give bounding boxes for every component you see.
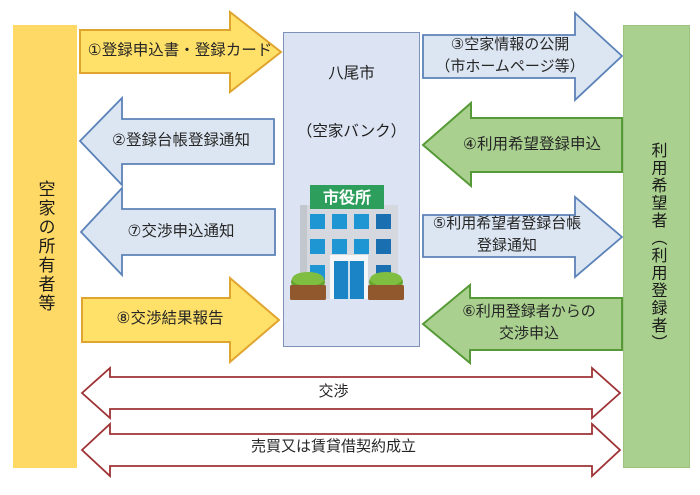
window [310, 214, 325, 229]
bush [370, 272, 402, 286]
arrow-3-label: ③空家情報の公開 （市ホームページ等） [435, 36, 585, 75]
arrow-8-shape [81, 275, 281, 365]
window [376, 239, 391, 254]
city-hall-sign-text: 市役所 [323, 188, 371, 207]
city-hall-building-icon: 市役所 [290, 185, 404, 300]
owner-column-label: 空家の所有者等 [35, 180, 55, 313]
city-bank-box: 八尾市 （空家バンク） [283, 32, 420, 347]
arrow-7-shape [79, 185, 276, 278]
building-shadow-edge [300, 205, 307, 299]
arrow-4-label: ④利用希望登録申込 [463, 135, 601, 153]
window [354, 214, 369, 229]
arrow-5-label: ⑤利用希望者登録台帳 登録通知 [432, 215, 582, 254]
contract-double-arrow-shape [80, 421, 622, 479]
arrow-1-shape [79, 9, 283, 95]
planter-pot [368, 285, 404, 300]
arrow-7-label: ⑦交渉申込通知 [127, 222, 235, 240]
arrow-6-shape [421, 282, 623, 366]
city-title: 八尾市 [328, 65, 375, 82]
owner-column: 空家の所有者等 [13, 25, 77, 468]
arrow-8-label: ⑧交渉結果報告 [116, 310, 224, 327]
negotiation-arrow-label: 交渉 [318, 382, 349, 400]
user-column: 利用希望者（利用登録者） [623, 25, 690, 468]
arrow-5-shape [422, 195, 624, 279]
arrow-2-label: ②登録台帳登録通知 [112, 132, 250, 149]
window [354, 239, 369, 254]
window [376, 214, 391, 229]
user-column-label: 利用希望者（利用登録者） [648, 141, 666, 352]
arrow-2-shape [78, 95, 275, 188]
city-hall-sign [310, 185, 384, 209]
arrow-4-shape [421, 100, 623, 189]
window [332, 214, 347, 229]
city-subtitle: （空家バンク） [296, 123, 407, 140]
bush [292, 272, 324, 286]
arrow-3-shape [422, 10, 624, 103]
contract-arrow-label: 売買又は賃貸借契約成立 [250, 437, 416, 455]
window [332, 239, 347, 254]
negotiation-double-arrow-shape [80, 365, 622, 421]
arrow-6-label: ⑥利用登録者からの 交渉申込 [462, 303, 596, 342]
planter-pot [290, 285, 326, 300]
arrow-1-label: ①登録申込書・登録カード [87, 42, 273, 59]
window [310, 239, 325, 254]
